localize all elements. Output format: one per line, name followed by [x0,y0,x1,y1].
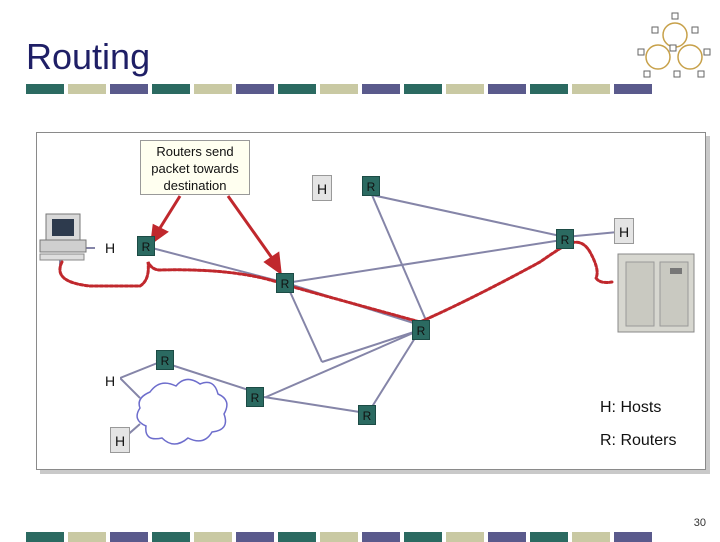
top-stripe [26,84,652,94]
legend-hosts: H: Hosts [600,399,662,416]
page-number: 30 [693,517,706,529]
router-node: R [362,176,380,196]
callout-box: Routers send packet towards destination [140,140,250,195]
router-node: R [156,350,174,370]
router-node: R [246,387,264,407]
legend-routers: R: Routers [600,432,677,449]
host-node: H [110,427,130,453]
packet-path [58,240,614,324]
router-node: R [358,405,376,425]
router-node: R [412,320,430,340]
router-node: R [276,273,294,293]
server-tower-icon [617,253,695,333]
slide-title: Routing [26,36,151,77]
host-node: H [100,367,120,393]
desktop-computer-icon [39,213,87,261]
host-node: H [614,218,634,244]
host-node: H [312,175,332,201]
network-logo-icon [637,12,711,78]
cloud-shape [136,378,228,445]
router-node: R [556,229,574,249]
router-node: R [137,236,155,256]
bottom-stripe [26,532,652,542]
host-node: H [100,234,120,260]
